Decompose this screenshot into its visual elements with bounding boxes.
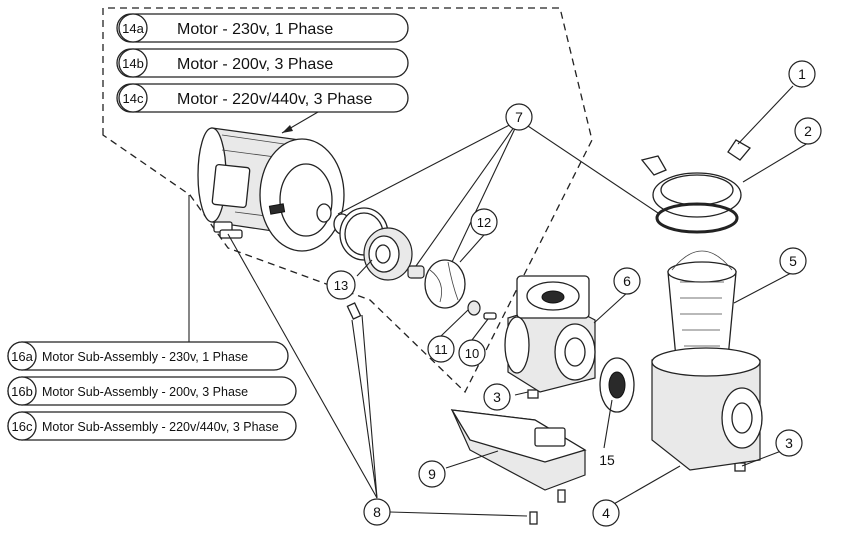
motor-code: 14a bbox=[122, 21, 144, 36]
callout-2: 2 bbox=[794, 117, 822, 145]
subassembly-legend: 16a Motor Sub-Assembly - 230v, 1 Phase 1… bbox=[7, 341, 297, 441]
svg-text:1: 1 bbox=[798, 66, 806, 82]
motor-option-14b: 14b Motor - 200v, 3 Phase bbox=[116, 48, 409, 78]
svg-text:6: 6 bbox=[623, 273, 631, 289]
strainer-housing-drawing bbox=[640, 139, 763, 471]
callout-4: 4 bbox=[592, 499, 620, 527]
svg-text:13: 13 bbox=[334, 278, 348, 293]
motor-option-14c: 14c Motor - 220v/440v, 3 Phase bbox=[116, 83, 409, 113]
subassembly-label: Motor Sub-Assembly - 230v, 1 Phase bbox=[42, 350, 248, 364]
callout-1: 1 bbox=[788, 60, 816, 88]
pump-volute-drawing bbox=[504, 275, 596, 393]
svg-text:8: 8 bbox=[373, 504, 381, 520]
motor-label: Motor - 230v, 1 Phase bbox=[177, 21, 333, 38]
svg-text:5: 5 bbox=[789, 253, 797, 269]
callout-12: 12 bbox=[470, 208, 498, 236]
svg-text:9: 9 bbox=[428, 466, 436, 482]
motor-legend: 14a Motor - 230v, 1 Phase 14b Motor - 20… bbox=[116, 13, 409, 113]
motor-option-14a: 14a Motor - 230v, 1 Phase bbox=[116, 13, 409, 43]
callout-7: 7 bbox=[505, 103, 533, 131]
subassembly-label: Motor Sub-Assembly - 220v/440v, 3 Phase bbox=[42, 420, 279, 434]
svg-text:7: 7 bbox=[515, 109, 523, 125]
gasket-drawing bbox=[599, 357, 635, 413]
bolt-drawings bbox=[346, 302, 746, 525]
subassembly-code: 16c bbox=[12, 419, 33, 434]
callout-11: 11 bbox=[427, 335, 455, 363]
callout-6: 6 bbox=[613, 267, 641, 295]
svg-text:10: 10 bbox=[465, 346, 479, 361]
motor-drawing bbox=[197, 127, 345, 252]
callout-5: 5 bbox=[779, 247, 807, 275]
subassembly-option-16c: 16c Motor Sub-Assembly - 220v/440v, 3 Ph… bbox=[7, 411, 297, 441]
motor-label: Motor - 220v/440v, 3 Phase bbox=[177, 91, 372, 108]
subassembly-option-16a: 16a Motor Sub-Assembly - 230v, 1 Phase bbox=[7, 341, 289, 371]
motor-code: 14c bbox=[123, 91, 144, 106]
motor-code: 14b bbox=[122, 56, 144, 71]
svg-text:4: 4 bbox=[602, 505, 610, 521]
callout-15: 15 bbox=[599, 452, 615, 468]
svg-text:2: 2 bbox=[804, 123, 812, 139]
subassembly-code: 16b bbox=[11, 384, 33, 399]
svg-text:3: 3 bbox=[785, 435, 793, 451]
subassembly-code: 16a bbox=[11, 349, 33, 364]
subassembly-label: Motor Sub-Assembly - 200v, 3 Phase bbox=[42, 385, 248, 399]
arrowhead bbox=[282, 125, 293, 133]
svg-text:12: 12 bbox=[477, 215, 491, 230]
svg-text:11: 11 bbox=[434, 342, 448, 357]
callout-3: 3 bbox=[483, 383, 511, 411]
callout-13: 13 bbox=[326, 270, 356, 300]
callout-3: 3 bbox=[775, 429, 803, 457]
callout-10: 10 bbox=[458, 339, 486, 367]
svg-text:3: 3 bbox=[493, 389, 501, 405]
motor-label: Motor - 200v, 3 Phase bbox=[177, 56, 333, 73]
seal-and-impeller-parts bbox=[333, 207, 497, 320]
svg-text:15: 15 bbox=[599, 452, 615, 468]
subassembly-option-16b: 16b Motor Sub-Assembly - 200v, 3 Phase bbox=[7, 376, 297, 406]
callout-9: 9 bbox=[418, 460, 446, 488]
motor-subassembly-boundary bbox=[102, 7, 593, 394]
callout-8: 8 bbox=[363, 498, 391, 526]
pump-base-drawing bbox=[450, 409, 587, 491]
